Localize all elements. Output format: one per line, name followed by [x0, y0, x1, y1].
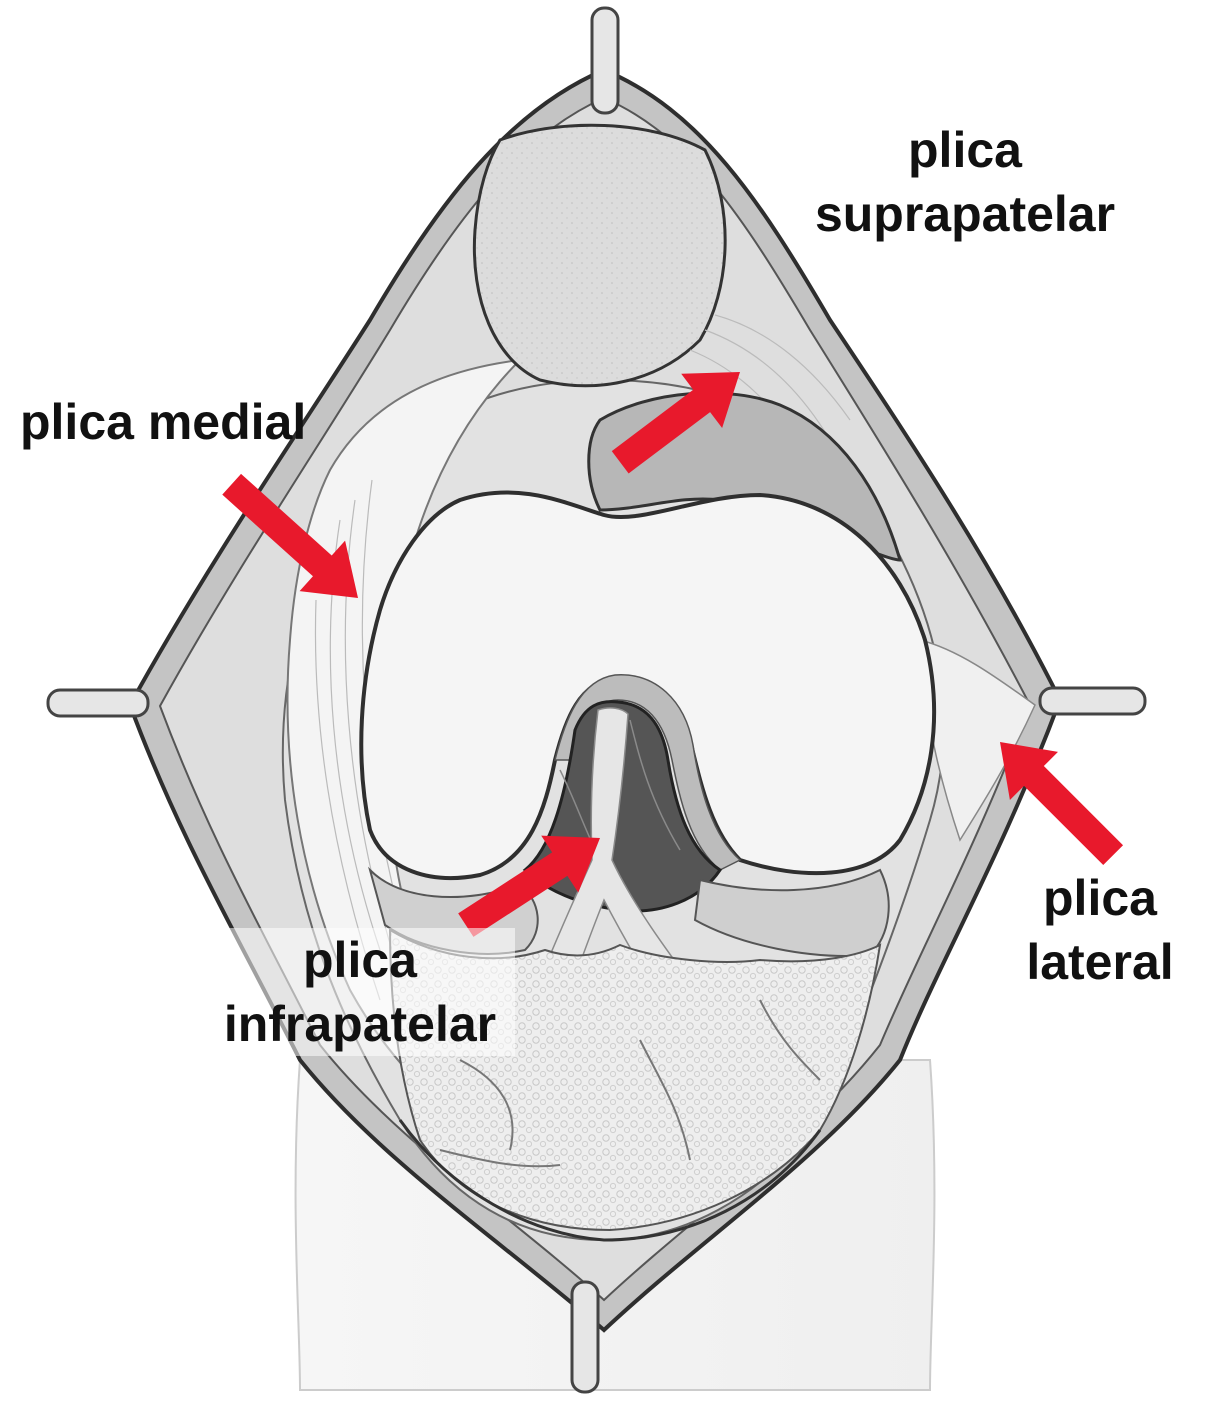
retractor-left: [46, 688, 150, 718]
notch-rim: [554, 674, 742, 871]
retractor-right: [1038, 686, 1147, 716]
arrow-suprapatelar: [611, 372, 740, 474]
label-line: plica: [1043, 870, 1157, 926]
label-line: plica: [303, 932, 417, 988]
arrow-infrapatelar: [458, 835, 600, 937]
arrow-lateral: [1000, 742, 1124, 866]
arrow-group: [222, 372, 1124, 937]
label-plica-suprapatelar: plica suprapatelar: [790, 118, 1140, 246]
label-plica-infrapatelar: plica infrapatelar: [205, 928, 515, 1056]
lateral-meniscus: [693, 868, 890, 957]
retractor-top: [590, 6, 620, 115]
label-line: plica: [908, 122, 1022, 178]
label-line: lateral: [1026, 934, 1174, 990]
label-line: plica medial: [20, 394, 307, 450]
label-plica-lateral: plica lateral: [1010, 866, 1190, 994]
retractor-bottom: [570, 1280, 600, 1394]
label-line: suprapatelar: [814, 186, 1116, 242]
fat-pad-folds: [439, 999, 821, 1168]
label-line: infrapatelar: [223, 996, 497, 1052]
arrow-medial: [222, 473, 358, 598]
patella: [472, 123, 727, 388]
tibia-edge: [398, 1119, 822, 1242]
label-plica-medial: plica medial: [20, 390, 306, 454]
